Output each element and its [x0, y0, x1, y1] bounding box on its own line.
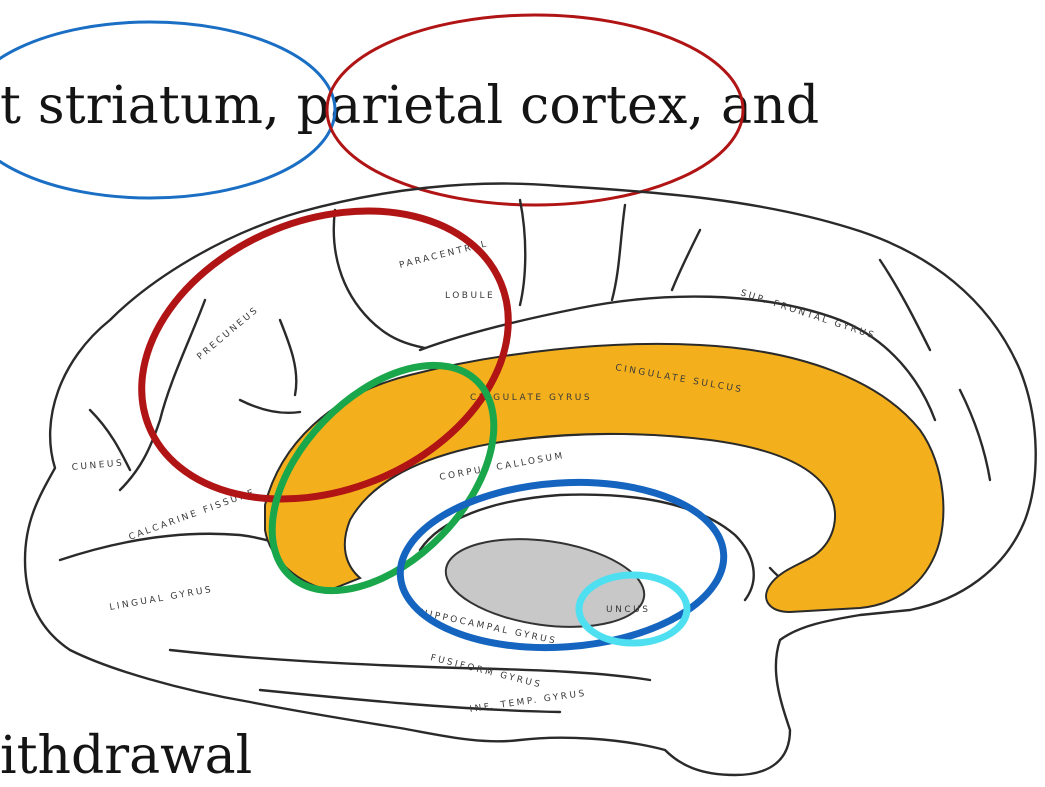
label-lingual-gyrus: LINGUAL GYRUS	[109, 585, 214, 613]
label-lobule: LOBULE	[445, 291, 495, 301]
label-sup-frontal-gyrus: SUP. FRONTAL GYRUS	[739, 288, 877, 341]
frontal-sulcus-1	[612, 205, 625, 300]
frontal-sulcus-2	[520, 200, 525, 305]
circle-parietal-cortex	[98, 159, 551, 552]
collateral-sulcus	[170, 650, 650, 680]
sulcus-small-5	[280, 320, 296, 395]
sulcus-small-6	[240, 400, 300, 413]
label-fusiform-gyrus: FUSIFORM GYRUS	[429, 653, 543, 690]
parieto-occipital-sulcus	[120, 300, 205, 490]
paracentral-sulcus	[334, 210, 425, 348]
text-oval-striatum	[0, 22, 335, 198]
label-precuneus: PRECUNEUS	[196, 305, 262, 362]
sulcus-small-2	[880, 260, 930, 350]
sulcus-small-3	[960, 390, 990, 480]
text-oval-parietal-cortex	[327, 15, 743, 205]
sulcus-small-4	[672, 230, 700, 290]
label-cuneus: CUNEUS	[71, 458, 124, 473]
label-uncus: UNCUS	[606, 605, 650, 615]
label-corpus-callosum: CORPUS CALLOSUM	[439, 451, 566, 483]
